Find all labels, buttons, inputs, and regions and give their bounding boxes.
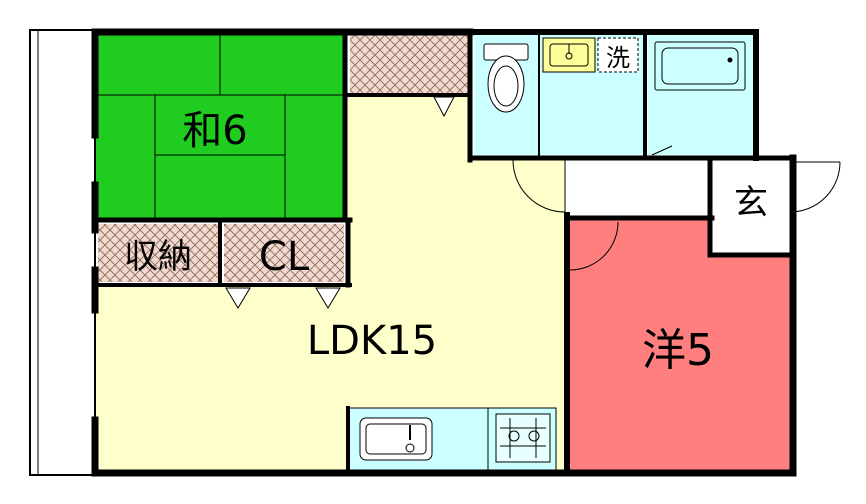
laundry-spot: [597, 37, 639, 73]
laundry-label: 洗: [606, 44, 630, 72]
closet-room: [224, 224, 344, 282]
kitchen-counter: [347, 407, 557, 471]
ldk-floor: [95, 95, 565, 470]
bathtub: [654, 41, 746, 91]
washitsu-room: [95, 35, 345, 220]
wash-basin: [542, 37, 596, 73]
storage-room: [98, 224, 218, 282]
door-swings: [512, 145, 841, 271]
entrance: [712, 160, 790, 253]
storage-label: 収納: [124, 237, 192, 277]
washitsu-label: 和6: [182, 108, 247, 154]
western-room: [570, 220, 790, 470]
entrance-label: 玄: [734, 183, 768, 223]
ldk-label: LDK15: [307, 318, 437, 364]
balcony: [29, 29, 96, 476]
closet-label: CL: [259, 234, 310, 280]
toilet-fixture: [483, 43, 529, 113]
hallway: [570, 160, 710, 218]
western-label: 洋5: [642, 325, 714, 376]
hatched-cabinet: [350, 35, 470, 93]
walls: [91, 28, 797, 477]
